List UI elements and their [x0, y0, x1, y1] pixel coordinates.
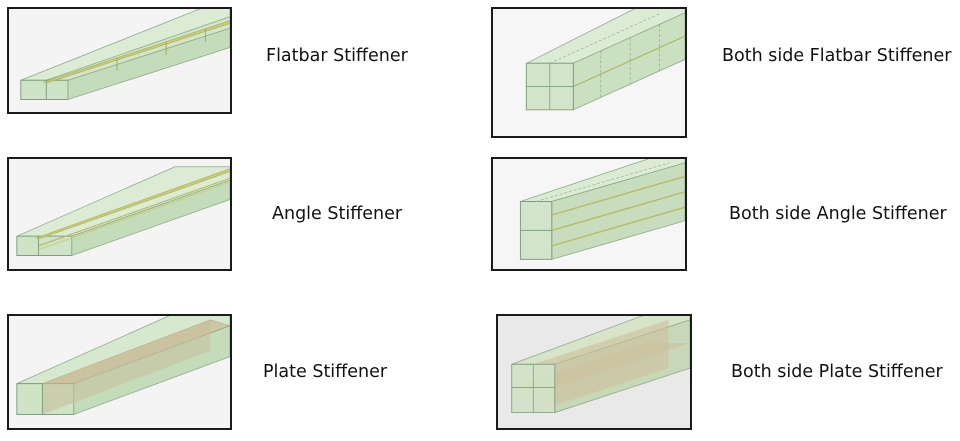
- both-side-plate-stiffener-label: Both side Plate Stiffener: [731, 362, 943, 382]
- plate-stiffener-label: Plate Stiffener: [263, 362, 388, 382]
- both-side-plate-stiffener-image: [496, 314, 692, 430]
- both-side-angle-stiffener-label: Both side Angle Stiffener: [729, 204, 947, 224]
- both-side-flatbar-stiffener-image: [491, 7, 687, 138]
- angle-stiffener-image: [7, 157, 232, 271]
- angle-stiffener-label: Angle Stiffener: [272, 204, 403, 224]
- both-side-angle-stiffener-image: [491, 157, 687, 271]
- flatbar-stiffener-label: Flatbar Stiffener: [266, 46, 408, 66]
- both-side-flatbar-stiffener-label: Both side Flatbar Stiffener: [722, 46, 952, 66]
- plate-stiffener-image: [7, 314, 232, 430]
- flatbar-stiffener-image: [7, 7, 232, 114]
